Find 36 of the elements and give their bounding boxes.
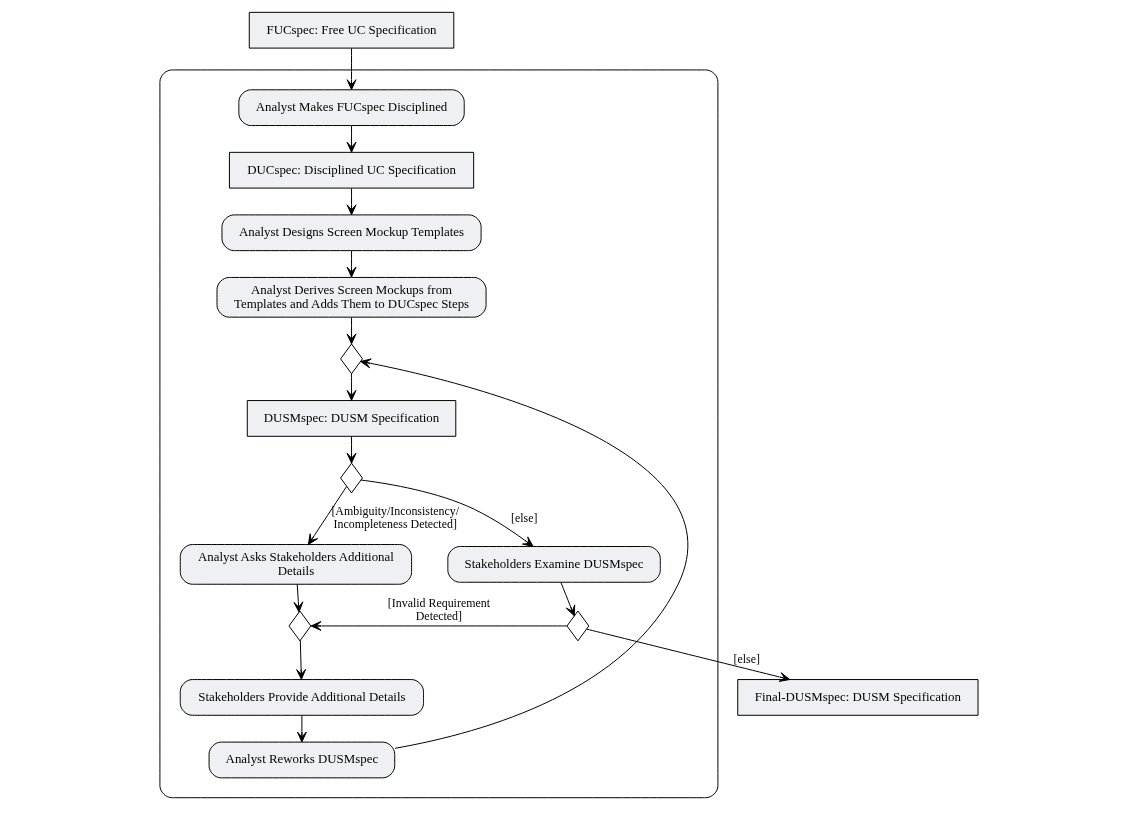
node-box: DUCspec: Disciplined UC Specification [228,151,475,189]
arrow [360,358,689,749]
node-box: Stakeholders Provide Additional Details [179,679,424,716]
arrow [346,316,357,345]
node-diamond [340,343,363,375]
arrow [586,628,791,682]
edge-label: [Invalid Requirement Detected] [387,595,490,623]
node-box: Analyst Reworks DUSMspec [208,741,396,779]
arrow [346,47,357,91]
edge-label: [Ambiguity/Inconsistency/ Incompleteness Detected] [331,504,460,532]
node-box: Analyst Designs Screen Mockup Templates [221,214,482,252]
edge-label: [else] [511,510,538,525]
arrow [296,639,307,680]
node-diamond [566,610,590,642]
node-box: Final-DUSMspec: DUSM Specification [737,679,979,716]
arrow [346,435,357,464]
node-diamond [340,462,363,494]
node-box: FUCspec: Free UC Specification [248,11,455,49]
arrow [346,125,357,153]
arrow [346,187,357,216]
arrow [346,373,357,401]
node-diamond [288,610,312,642]
arrow [360,479,534,547]
arrow [296,715,307,743]
edge-label: [else] [733,652,760,667]
arrow [560,581,576,617]
cluster [159,69,719,799]
arrow [346,250,357,278]
node-box: Analyst Derives Screen Mockups from Templates and Adds Them to DUCspec Steps [216,276,487,318]
arrow [307,486,348,545]
node-box: DUSMspec: DUSM Specification [246,400,457,437]
arrow [310,620,568,631]
node-box: Stakeholders Examine DUSMspec [447,546,661,583]
node-box: Analyst Asks Stakeholders Additional Details [179,544,413,585]
arrow [293,584,304,613]
node-box: Analyst Makes FUCspec Disciplined [238,89,465,127]
